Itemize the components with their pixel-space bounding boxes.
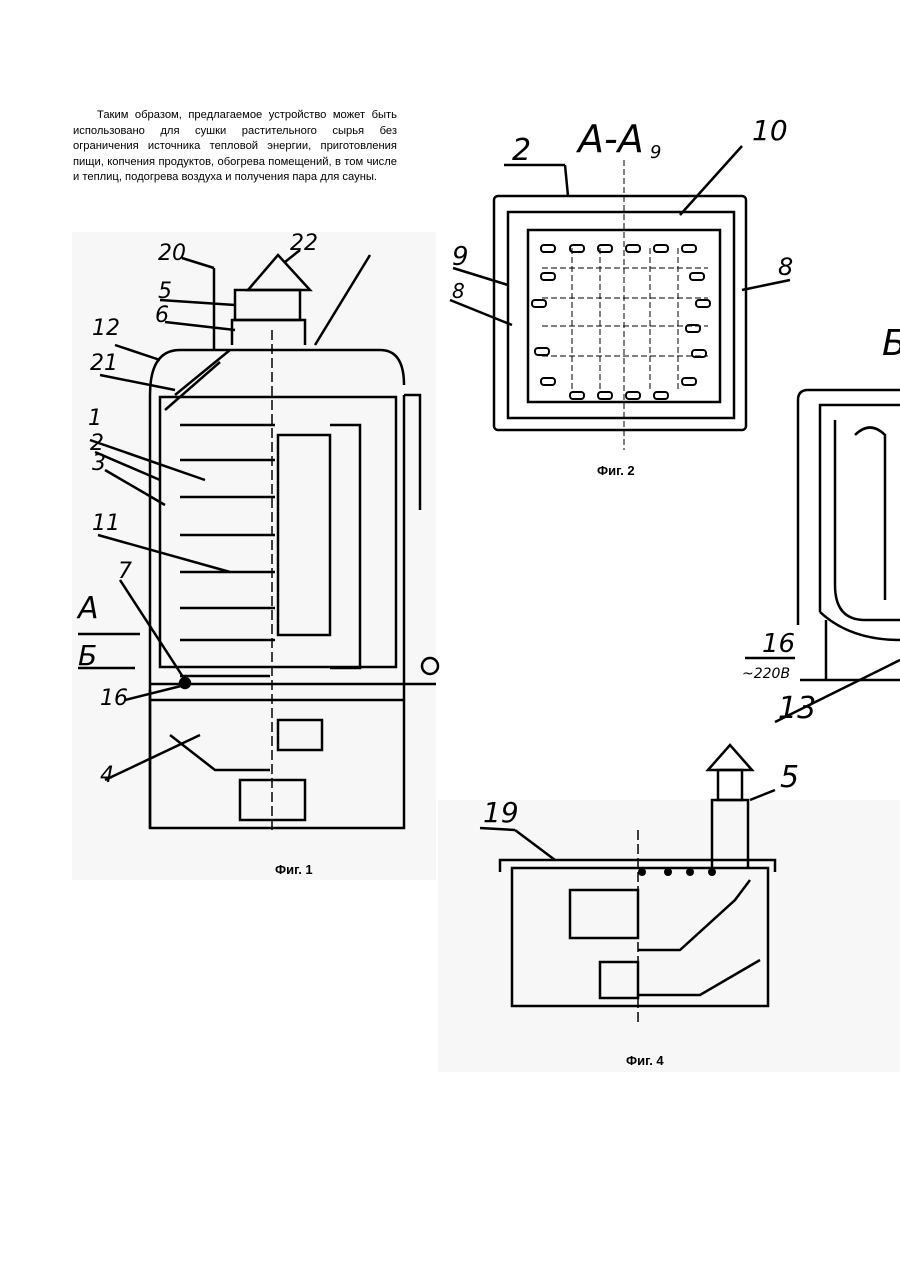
fig4-label-5: 5 bbox=[780, 760, 799, 795]
fig4-label-19: 19 bbox=[483, 796, 519, 829]
figure-4-caption: Фиг. 4 bbox=[626, 1053, 664, 1068]
